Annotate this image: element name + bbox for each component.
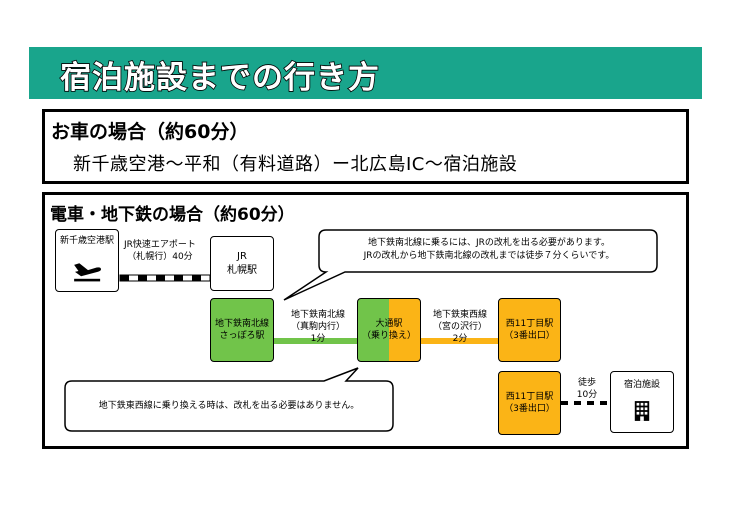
tozai-line-label: 地下鉄東西線 （宮の沢行） 2分	[424, 309, 496, 345]
top-callout-text: 地下鉄南北線に乗るには、JRの改札を出る必要があります。 JRの改札から地下鉄南…	[330, 237, 648, 263]
nishi11-bottom-label-2: （3番出口）	[504, 404, 555, 414]
nishi11-top-label-1: 西11丁目駅	[505, 318, 554, 329]
nishi11-bottom-label-1: 西11丁目駅	[505, 391, 554, 402]
title-banner	[29, 47, 702, 99]
jr-sapporo-label-1: JR	[237, 251, 247, 262]
odori-label-1: 大通駅	[375, 318, 403, 329]
tozai-line-name: 地下鉄東西線	[432, 310, 487, 320]
top-callout-line-2: JRの改札から地下鉄南北線の改札までは徒歩７分くらいです。	[363, 251, 615, 262]
jr-line-label: JR快速エアポート （札幌行）40分	[124, 239, 196, 263]
bottom-callout-text: 地下鉄東西線に乗り換える時は、改札を出る必要はありません。	[98, 401, 360, 411]
airplane-icon	[74, 263, 101, 282]
top-callout-line-1: 地下鉄南北線に乗るには、JRの改札を出る必要があります。	[367, 238, 610, 248]
train-section-title: 電車・地下鉄の場合（約60分）	[50, 205, 295, 225]
tozai-line-segment	[420, 338, 499, 344]
walk-label-1: 徒歩	[577, 378, 596, 388]
odori-label-2: （乗り換え）	[361, 331, 416, 341]
hotel-node: 宿泊施設	[610, 371, 674, 433]
train-section	[42, 192, 689, 449]
walk-label-2: 10分	[576, 390, 598, 401]
nishi11-station-node-bottom: 西11丁目駅 （3番出口）	[498, 371, 561, 435]
page-title: 宿泊施設までの行き方	[59, 59, 380, 97]
car-section-title: お車の場合（約60分）	[51, 121, 249, 143]
top-callout-bubble	[283, 229, 658, 301]
tozai-line-direction: （宮の沢行）	[432, 322, 487, 333]
car-route-text: 新千歳空港～平和（有料道路）ー北広島IC～宿泊施設	[73, 154, 518, 175]
bottom-callout-bubble	[64, 367, 394, 432]
namboku-line-segment	[274, 338, 358, 344]
tozai-line-time: 2分	[452, 334, 468, 345]
namboku-line-direction: （真駒内行）	[290, 322, 345, 333]
jr-sapporo-label-2: 札幌駅	[227, 264, 257, 276]
jr-line-name: JR快速エアポート	[124, 240, 196, 250]
odori-station-node: 大通駅 （乗り換え）	[357, 298, 421, 362]
jr-sapporo-node: JR 札幌駅	[210, 236, 274, 291]
subway-sapporo-label-2: さっぽろ駅	[219, 331, 265, 341]
airport-station-label: 新千歳空港駅	[59, 236, 114, 246]
car-section	[42, 109, 689, 184]
jr-line-time: （札幌行）40分	[127, 252, 193, 263]
jr-line-dashes	[120, 275, 201, 281]
namboku-line-name: 地下鉄南北線	[290, 310, 345, 320]
walk-label: 徒歩 10分	[566, 377, 608, 401]
subway-sapporo-node: 地下鉄南北線 さっぽろ駅	[210, 298, 274, 362]
hotel-label: 宿泊施設	[623, 380, 660, 390]
namboku-line-time: 1分	[310, 334, 326, 345]
subway-sapporo-label-1: 地下鉄南北線	[214, 318, 269, 329]
building-icon	[634, 401, 650, 421]
nishi11-top-label-2: （3番出口）	[504, 331, 555, 341]
namboku-line-label: 地下鉄南北線 （真駒内行） 1分	[280, 309, 356, 345]
airport-station-node: 新千歳空港駅	[55, 229, 119, 292]
nishi11-station-node-top: 西11丁目駅 （3番出口）	[498, 298, 561, 362]
